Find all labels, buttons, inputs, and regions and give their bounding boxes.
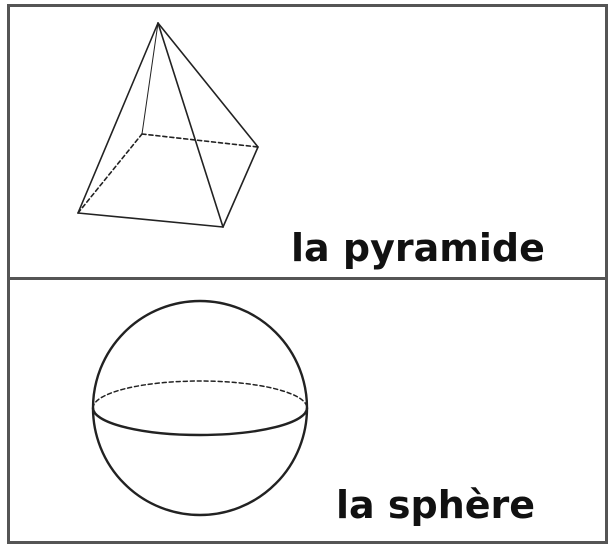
sphere-icon (91, 299, 309, 517)
card-pyramid: la pyramide (10, 7, 605, 280)
shape-label-pyramid: la pyramide (291, 226, 545, 270)
shape-label-sphere: la sphère (336, 483, 536, 527)
card-sphere: la sphère (10, 283, 605, 541)
flashcard-sheet: la pyramide la sphère (7, 4, 608, 544)
pyramid-icon (77, 22, 259, 228)
